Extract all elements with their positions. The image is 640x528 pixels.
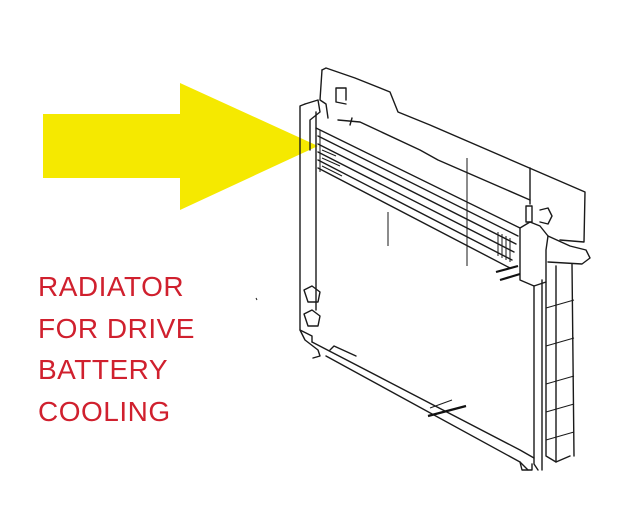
annotation-line-4: COOLING bbox=[38, 395, 171, 427]
annotation-line-3: BATTERY bbox=[38, 354, 169, 385]
radiator-core-tubes bbox=[315, 127, 521, 269]
leader-lines bbox=[255, 158, 468, 301]
right-tank bbox=[495, 167, 591, 287]
annotation-line-2: FOR DRIVE bbox=[38, 312, 195, 344]
bottom-rail bbox=[311, 341, 535, 471]
left-frame bbox=[299, 99, 321, 359]
annotation-line-1: RADIATOR bbox=[38, 271, 185, 302]
upper-shroud bbox=[319, 67, 586, 243]
yellow-arrow-icon bbox=[43, 83, 318, 210]
radiator-annotation-label: RADIATOR FOR DRIVE BATTERY COOLING bbox=[38, 266, 195, 432]
right-frame bbox=[533, 263, 575, 471]
